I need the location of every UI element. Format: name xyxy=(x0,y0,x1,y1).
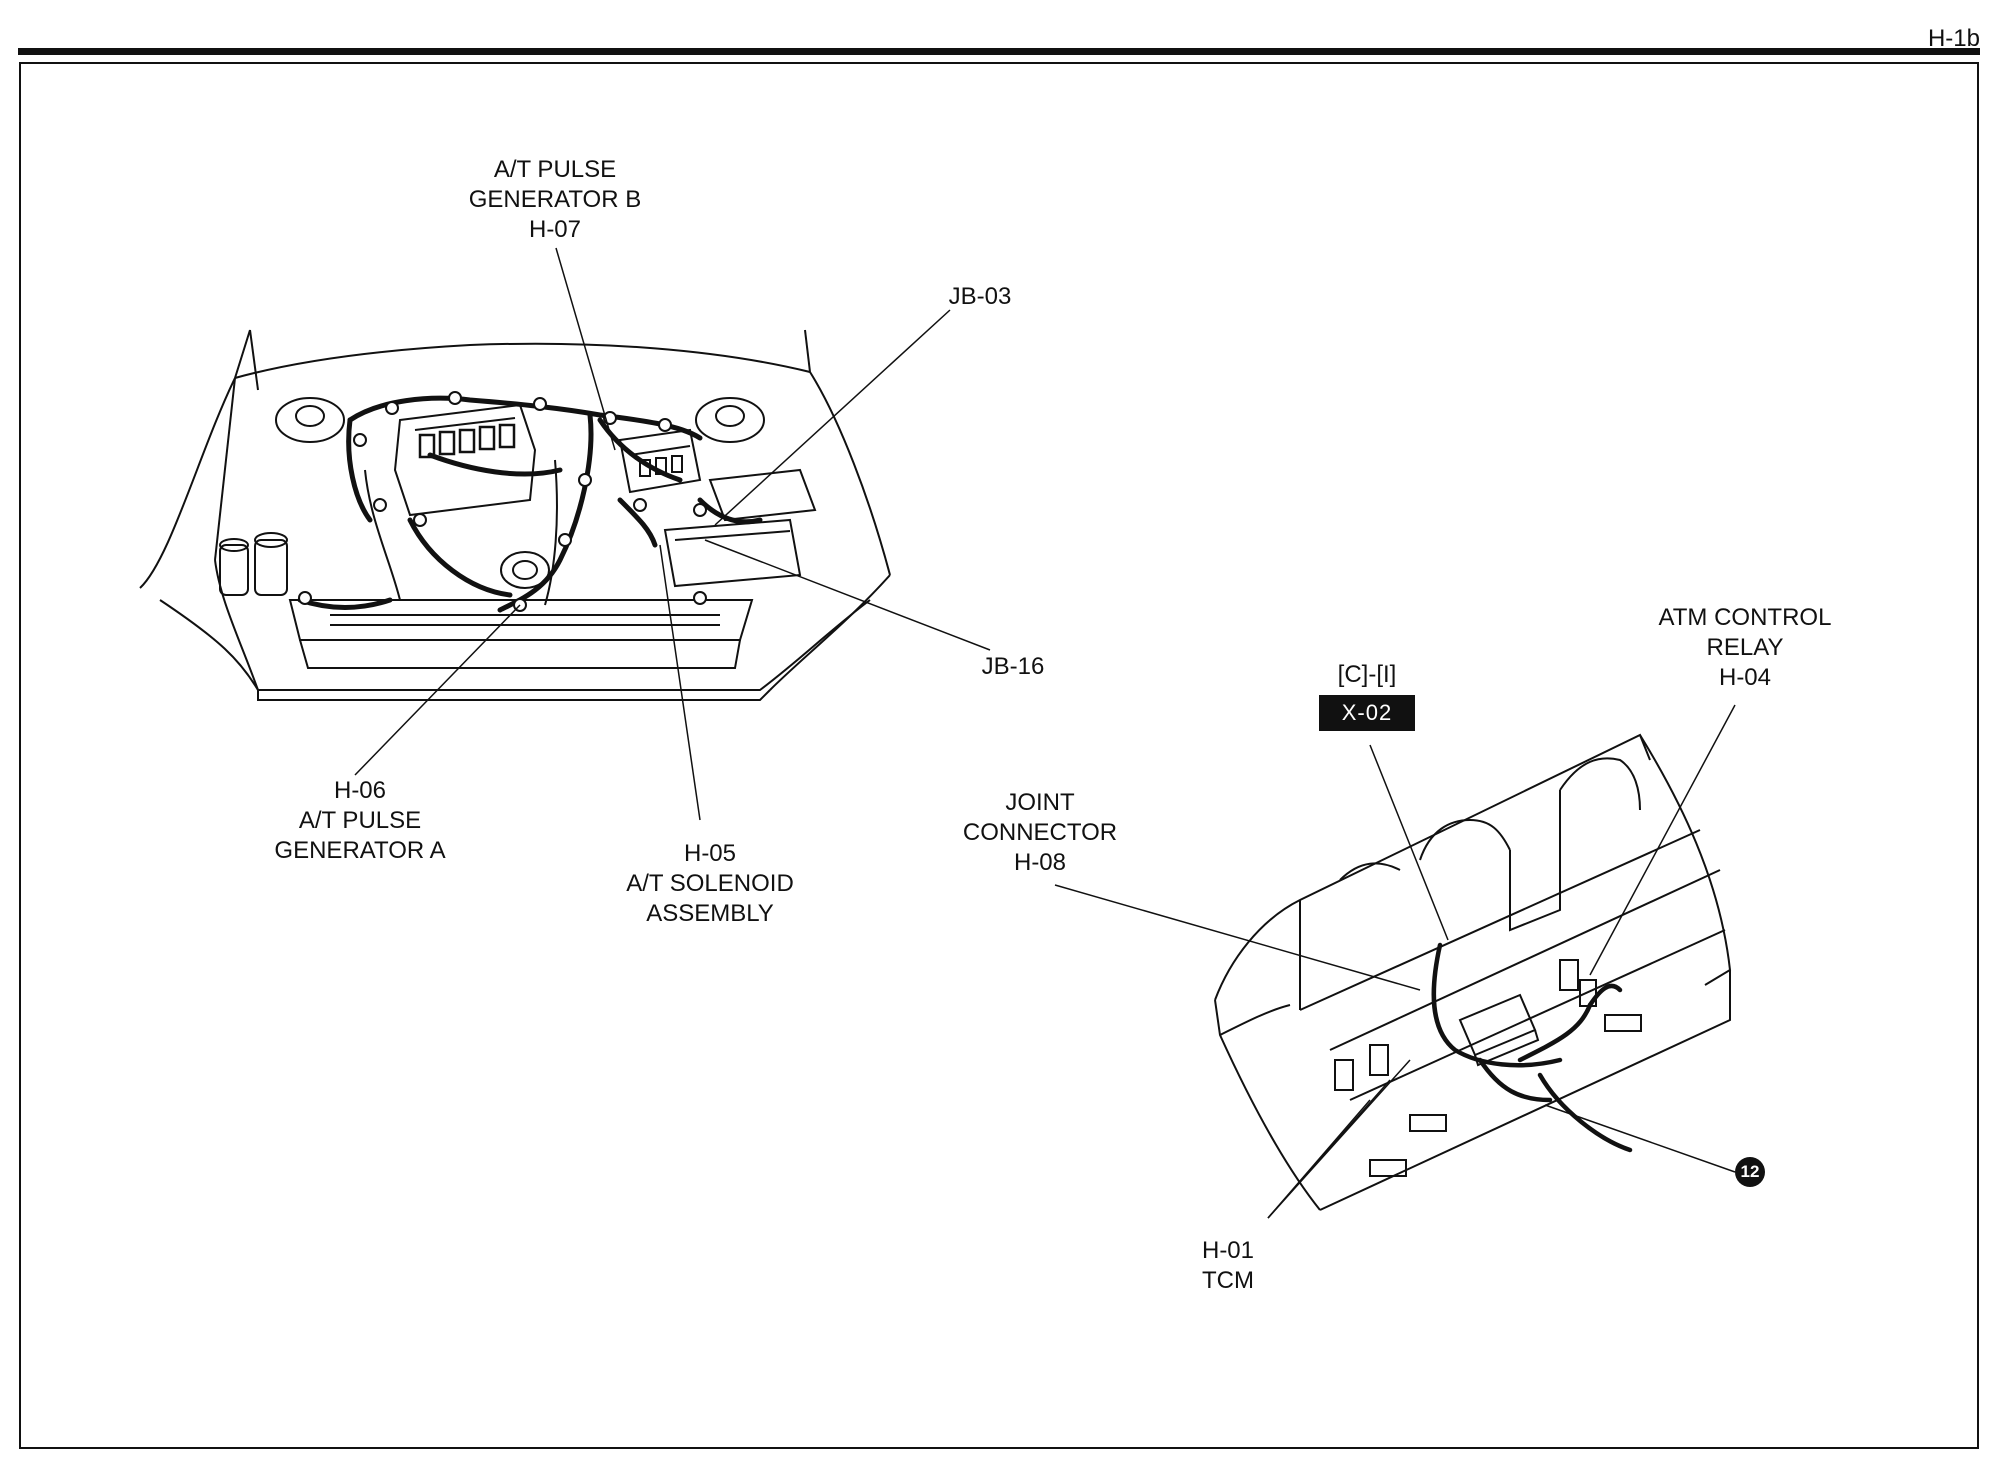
label-line: CONNECTOR xyxy=(962,819,1118,846)
label-pulse-generator-b: A/T PULSE GENERATOR B H-07 xyxy=(455,155,655,245)
label-line: ATM CONTROL xyxy=(1658,604,1832,631)
interior-wiring-harness xyxy=(1431,942,1633,1153)
label-ci: [C]-[I] xyxy=(1317,660,1417,690)
engine-bay-illustration xyxy=(139,329,891,701)
label-line: GENERATOR B xyxy=(468,186,642,213)
label-line: A/T SOLENOID xyxy=(626,870,794,897)
page-code: H-1b xyxy=(1927,25,1980,52)
label-jb-03: JB-03 xyxy=(935,282,1025,312)
label-line: H-04 xyxy=(1718,664,1772,691)
label-line: JOINT xyxy=(1005,789,1075,816)
label-tcm: H-01 TCM xyxy=(1178,1236,1278,1296)
page-frame xyxy=(19,62,1979,1449)
label-line: [C]-[I] xyxy=(1337,661,1397,688)
label-line: H-07 xyxy=(528,216,582,243)
label-line: JB-03 xyxy=(948,283,1012,310)
label-jb-16: JB-16 xyxy=(968,652,1058,682)
engine-connectors xyxy=(298,391,707,612)
label-line: GENERATOR A xyxy=(274,837,446,864)
label-line: JB-16 xyxy=(981,653,1045,680)
header-rule xyxy=(18,48,1980,55)
label-pulse-generator-a: H-06 A/T PULSE GENERATOR A xyxy=(260,776,460,866)
label-line: RELAY xyxy=(1706,634,1784,661)
interior-floor-illustration xyxy=(1214,733,1732,1211)
label-line: H-06 xyxy=(333,777,387,804)
x02-box-label: X-02 xyxy=(1319,695,1415,731)
label-solenoid-assembly: H-05 A/T SOLENOID ASSEMBLY xyxy=(610,839,810,929)
label-atm-control-relay: ATM CONTROL RELAY H-04 xyxy=(1635,603,1855,693)
label-line: H-05 xyxy=(683,840,737,867)
label-line: A/T PULSE xyxy=(493,156,617,183)
leader-lines xyxy=(354,247,1736,1219)
label-line: H-08 xyxy=(1013,849,1067,876)
label-joint-connector: JOINT CONNECTOR H-08 xyxy=(940,788,1140,878)
ground-number-badge: 12 xyxy=(1735,1157,1765,1187)
label-line: A/T PULSE xyxy=(298,807,422,834)
label-line: TCM xyxy=(1202,1267,1254,1294)
label-line: ASSEMBLY xyxy=(646,900,774,927)
label-line: H-01 xyxy=(1201,1237,1255,1264)
